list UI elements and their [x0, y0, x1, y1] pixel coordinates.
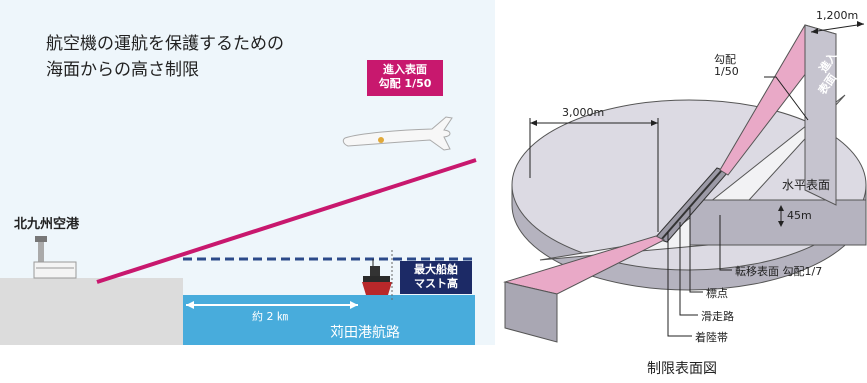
ship-icon: [362, 259, 392, 295]
airport-label: 北九州空港: [14, 217, 80, 232]
approach-block-upper: [804, 24, 837, 206]
title-line-1: 航空機の運航を保護するための: [46, 34, 284, 54]
radius-dimension-label: 3,000m: [562, 106, 605, 119]
bottom-strip: [0, 345, 495, 383]
height-label: 45m: [787, 209, 812, 222]
distance-arrow: [186, 301, 358, 309]
marker-label: 標点: [706, 287, 728, 300]
approach-block-lower: [504, 281, 558, 343]
approach-surface-line: [96, 158, 477, 284]
ship-mast-badge: 最大船舶 マスト高: [400, 261, 472, 294]
landing-strip-label: 着陸帯: [695, 331, 728, 344]
ship-badge-line-2: マスト高: [414, 277, 458, 290]
sea-area: [183, 295, 475, 345]
runway-label: 滑走路: [701, 310, 734, 323]
restriction-surface-diagram: [503, 21, 867, 343]
cut-block: [689, 199, 867, 246]
approach-gradient-label: 勾配: [714, 53, 736, 66]
approach-badge-line-2: 勾配 1/50: [378, 77, 432, 90]
runway: [660, 169, 723, 241]
transitional-surface-label: 転移表面 勾配1/7: [735, 265, 823, 278]
airport-land: [0, 278, 183, 345]
width-dimension-label: 1,200m: [816, 9, 859, 22]
title-line-2: 海面からの高さ制限: [46, 60, 199, 80]
horizontal-surface-label: 水平表面: [782, 178, 831, 192]
ship-badge-line-1: 最大船舶: [414, 263, 458, 276]
diagram-caption: 制限表面図: [647, 361, 717, 377]
airplane-icon: [342, 116, 453, 151]
distance-label: 約 2 ㎞: [252, 310, 288, 323]
approach-badge-line-1: 進入表面: [383, 63, 427, 76]
channel-label: 苅田港航路: [330, 325, 400, 341]
control-tower: [33, 236, 77, 279]
approach-gradient-value: 1/50: [714, 65, 739, 78]
approach-surface-badge: 進入表面 勾配 1/50: [367, 60, 443, 96]
